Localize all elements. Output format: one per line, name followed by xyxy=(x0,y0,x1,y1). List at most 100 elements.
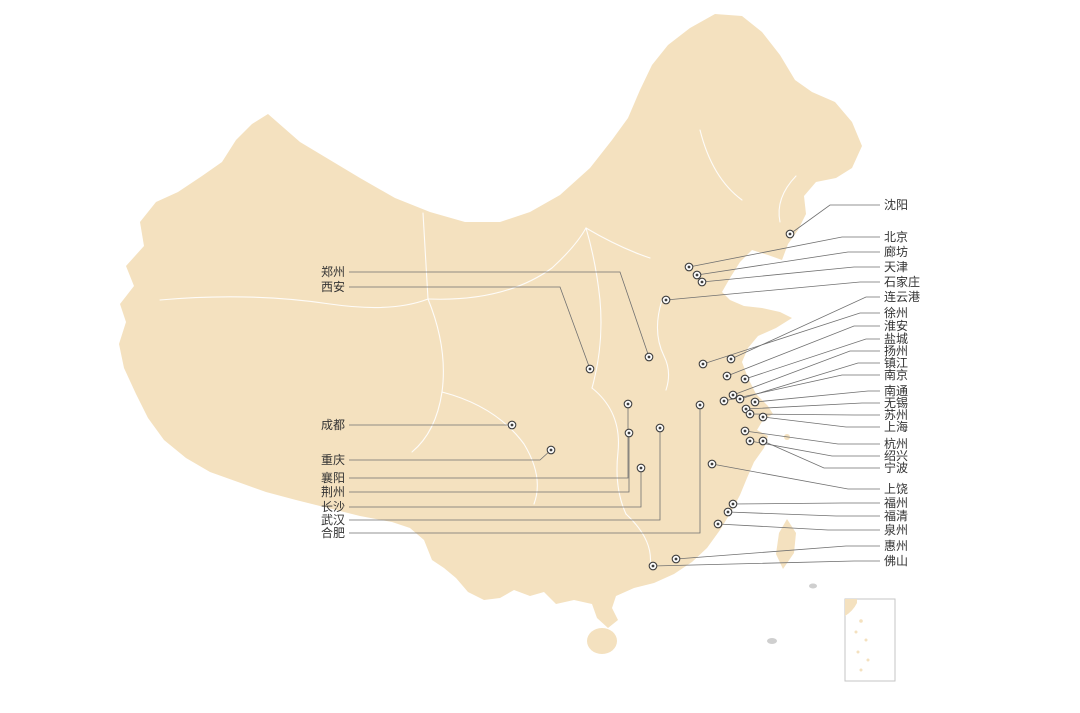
city-marker xyxy=(644,352,654,362)
city-label: 连云港 xyxy=(884,289,920,304)
leader-line xyxy=(727,511,880,517)
city-label: 扬州 xyxy=(884,343,908,358)
mainland-china-shape xyxy=(119,14,862,654)
leader-line xyxy=(349,404,629,479)
leader-line xyxy=(745,402,880,410)
city-label: 西安 xyxy=(321,279,345,294)
city-label: 合肥 xyxy=(321,525,345,540)
leader-line xyxy=(701,266,880,283)
city-marker xyxy=(728,499,738,509)
hainan-island xyxy=(587,628,617,654)
inset-islet xyxy=(866,658,870,662)
city-marker xyxy=(624,428,634,438)
city-marker xyxy=(684,262,694,272)
city-marker xyxy=(585,364,595,374)
leader-line xyxy=(349,433,630,493)
city-label: 南通 xyxy=(884,383,908,398)
leader-line xyxy=(717,523,880,531)
city-label: 苏州 xyxy=(884,408,908,422)
city-label: 襄阳 xyxy=(321,470,345,485)
leader-line xyxy=(702,312,880,365)
city-marker xyxy=(728,390,738,400)
inset-islet xyxy=(859,668,863,672)
city-marker xyxy=(735,394,745,404)
leader-line xyxy=(739,362,880,400)
inset-islet xyxy=(864,638,868,642)
city-marker xyxy=(507,420,517,430)
city-marker xyxy=(740,426,750,436)
inset-coastline xyxy=(845,599,857,616)
south-china-sea-inset xyxy=(844,598,896,682)
city-marker xyxy=(698,359,708,369)
leader-line xyxy=(762,416,880,428)
city-label: 上海 xyxy=(884,419,908,434)
leader-line xyxy=(665,281,880,301)
city-label: 北京 xyxy=(884,230,908,244)
leader-line xyxy=(349,286,591,370)
city-label: 徐州 xyxy=(884,305,908,320)
leader-line xyxy=(696,251,880,276)
city-marker xyxy=(695,400,705,410)
city-marker xyxy=(623,399,633,409)
city-marker xyxy=(697,277,707,287)
city-marker xyxy=(758,436,768,446)
city-label: 盐城 xyxy=(884,332,908,346)
leader-line xyxy=(732,502,880,505)
leader-line xyxy=(789,204,880,235)
leader-line xyxy=(349,428,661,521)
leader-line xyxy=(349,405,701,534)
city-label: 沈阳 xyxy=(884,197,908,212)
mainland-landmass xyxy=(119,14,862,628)
city-marker xyxy=(707,459,717,469)
city-label: 重庆 xyxy=(321,453,345,467)
leader-line xyxy=(732,350,880,396)
city-label: 绍兴 xyxy=(884,449,908,463)
inset-islet xyxy=(856,650,860,654)
city-marker xyxy=(758,412,768,422)
inset-frame xyxy=(844,598,896,682)
city-label: 郑州 xyxy=(321,264,345,279)
city-label: 石家庄 xyxy=(884,274,920,289)
city-label: 无锡 xyxy=(884,395,908,410)
offshore-island-2 xyxy=(767,638,777,644)
inset-islet xyxy=(854,630,858,634)
city-label: 天津 xyxy=(884,260,908,274)
city-label: 南京 xyxy=(884,367,908,382)
leader-line xyxy=(675,545,880,560)
city-marker xyxy=(785,229,795,239)
city-marker xyxy=(692,270,702,280)
city-marker xyxy=(655,423,665,433)
leader-line xyxy=(744,338,880,380)
city-label: 惠州 xyxy=(884,539,908,553)
offshore-island-1 xyxy=(809,583,817,589)
city-label: 泉州 xyxy=(884,523,908,537)
city-marker xyxy=(636,463,646,473)
leader-line xyxy=(762,440,880,469)
city-marker xyxy=(546,445,556,455)
city-label: 镇江 xyxy=(884,356,908,370)
city-marker xyxy=(713,519,723,529)
city-label: 淮安 xyxy=(884,318,908,333)
city-marker xyxy=(750,397,760,407)
leader-line xyxy=(688,236,880,268)
city-marker xyxy=(661,295,671,305)
city-marker xyxy=(722,371,732,381)
leader-line xyxy=(652,560,880,567)
city-marker xyxy=(745,436,755,446)
city-marker xyxy=(726,354,736,364)
city-marker xyxy=(648,561,658,571)
city-label: 福清 xyxy=(884,508,908,523)
city-label: 上饶 xyxy=(884,482,908,496)
leader-line xyxy=(349,449,552,461)
leader-line xyxy=(749,413,880,416)
city-marker xyxy=(740,374,750,384)
leader-line xyxy=(349,271,650,358)
city-labels-layer: 沈阳北京廊坊天津石家庄连云港徐州淮安盐城扬州镇江南京南通无锡苏州上海杭州绍兴宁波… xyxy=(321,197,920,568)
leader-line xyxy=(730,296,880,360)
city-marker xyxy=(723,507,733,517)
leader-line xyxy=(723,374,880,402)
city-marker xyxy=(671,554,681,564)
city-label: 成都 xyxy=(321,418,345,432)
